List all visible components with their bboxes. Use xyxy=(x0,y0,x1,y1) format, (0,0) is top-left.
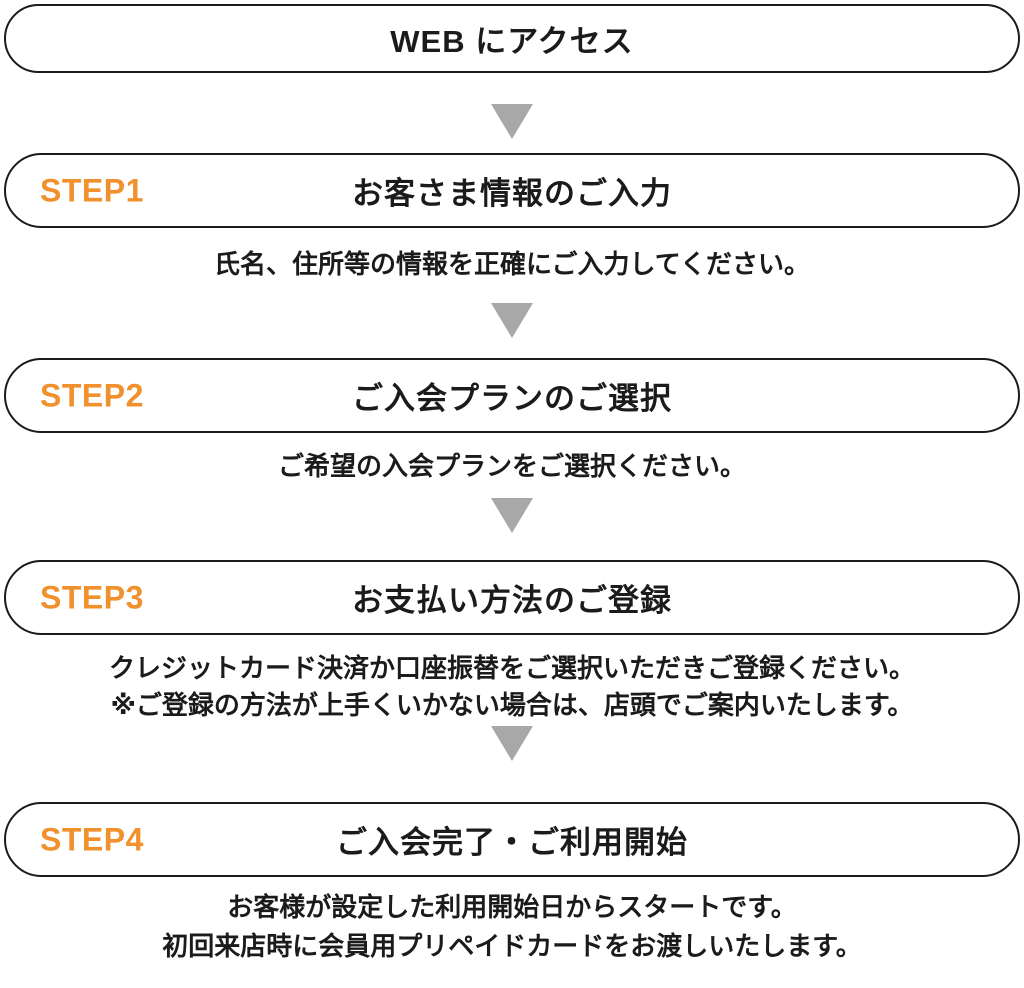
step3-description-line: クレジットカード決済か口座振替をご選択いただきご登録ください。 xyxy=(108,653,915,683)
arrow-down-icon xyxy=(491,498,533,533)
arrow-down-icon xyxy=(491,104,533,139)
step4-description-line: お客様が設定した利用開始日からスタートです。 xyxy=(227,892,797,922)
flow-start-pill: WEB にアクセス xyxy=(4,4,1020,73)
step4-label: STEP4 xyxy=(40,821,144,857)
arrow-down-icon xyxy=(491,303,533,338)
step2-pill: STEP2 ご入会プランのご選択 xyxy=(4,358,1020,433)
step1-description-line: 氏名、住所等の情報を正確にご入力してください。 xyxy=(214,249,810,279)
step4-description: お客様が設定した利用開始日からスタートです。 初回来店時に会員用プリペイドカード… xyxy=(162,888,861,966)
step3-description: クレジットカード決済か口座振替をご選択いただきご登録ください。 ※ご登録の方法が… xyxy=(109,650,915,724)
step4-pill: STEP4 ご入会完了・ご利用開始 xyxy=(4,802,1020,877)
step3-pill: STEP3 お支払い方法のご登録 xyxy=(4,560,1020,635)
step2-label: STEP2 xyxy=(40,377,144,413)
step4-title: ご入会完了・ご利用開始 xyxy=(336,825,688,860)
arrow-down-icon xyxy=(491,726,533,761)
step3-description-line: ※ご登録の方法が上手くいかない場合は、店頭でご案内いたします。 xyxy=(110,690,914,720)
step3-label: STEP3 xyxy=(40,579,144,615)
step2-title: ご入会プランのご選択 xyxy=(352,381,672,416)
step4-description-line: 初回来店時に会員用プリペイドカードをお渡しいたします。 xyxy=(162,931,862,961)
step1-label: STEP1 xyxy=(40,172,144,208)
flow-start-title: WEB にアクセス xyxy=(390,24,634,59)
step2-description: ご希望の入会プランをご選択ください。 xyxy=(278,446,746,486)
step1-title: お客さま情報のご入力 xyxy=(352,176,672,211)
step2-description-line: ご希望の入会プランをご選択ください。 xyxy=(277,451,746,481)
step1-pill: STEP1 お客さま情報のご入力 xyxy=(4,153,1020,228)
step3-title: お支払い方法のご登録 xyxy=(352,583,672,618)
step1-description: 氏名、住所等の情報を正確にご入力してください。 xyxy=(214,244,810,284)
